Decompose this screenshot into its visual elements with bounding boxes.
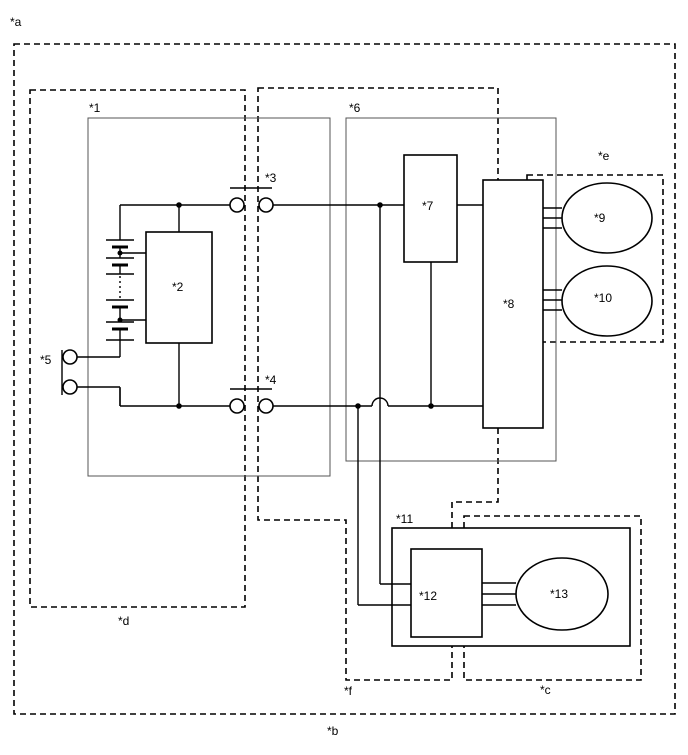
label-region-d: *d <box>118 614 129 628</box>
label-component-10: *10 <box>594 291 612 305</box>
region-a-outline <box>13 43 676 715</box>
label-component-6: *6 <box>349 101 361 115</box>
label-component-3: *3 <box>265 171 277 185</box>
motor-13-ellipse <box>515 557 609 631</box>
label-component-2: *2 <box>172 280 184 294</box>
region-d-outline <box>29 89 246 608</box>
connector-3 <box>229 187 274 213</box>
label-region-a: *a <box>10 15 22 29</box>
label-component-13: *13 <box>550 587 568 601</box>
region-f-outline <box>257 87 499 681</box>
label-component-12: *12 <box>419 589 437 603</box>
label-component-1: *1 <box>89 101 101 115</box>
label-component-8: *8 <box>503 297 515 311</box>
connector-5 <box>61 349 78 395</box>
component-8-box <box>482 179 544 429</box>
label-region-c: *c <box>540 683 551 697</box>
label-component-4: *4 <box>265 373 277 387</box>
battery-cells <box>106 239 134 341</box>
label-component-5: *5 <box>40 353 52 367</box>
wiring <box>76 204 562 606</box>
component-7-box <box>403 154 458 263</box>
motor-9-ellipse <box>561 182 653 254</box>
label-region-f: *f <box>344 684 353 698</box>
label-component-11: *11 <box>396 512 413 526</box>
enclosure-1 <box>87 117 331 477</box>
label-region-e: *e <box>598 149 610 163</box>
label-component-7: *7 <box>422 199 434 213</box>
label-component-9: *9 <box>594 211 606 225</box>
motor-10-ellipse <box>561 265 653 337</box>
component-2-box <box>145 231 213 344</box>
connector-4 <box>229 388 274 414</box>
label-region-b: *b <box>327 724 339 738</box>
component-12-box <box>410 548 483 638</box>
